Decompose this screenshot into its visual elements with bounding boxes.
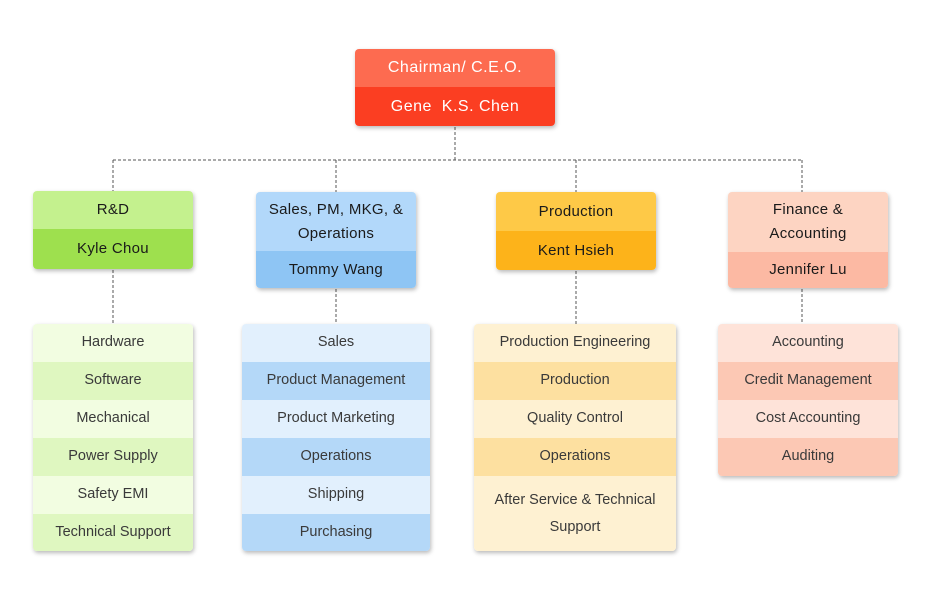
- list-item: Auditing: [718, 438, 898, 476]
- finance-title: Finance & Accounting: [728, 192, 888, 252]
- list-item: Operations: [242, 438, 430, 476]
- sales-head-name: Tommy Wang: [256, 251, 416, 288]
- ceo-name: Gene K.S. Chen: [355, 87, 555, 126]
- list-item: Mechanical: [33, 400, 193, 438]
- list-item: Operations: [474, 438, 676, 476]
- sales-title: Sales, PM, MKG, & Operations: [256, 192, 416, 251]
- list-item: Product Marketing: [242, 400, 430, 438]
- list-item: Product Management: [242, 362, 430, 400]
- list-item: Production Engineering: [474, 324, 676, 362]
- list-item: Cost Accounting: [718, 400, 898, 438]
- ceo-title: Chairman/ C.E.O.: [355, 49, 555, 87]
- finance-list: Accounting Credit Management Cost Accoun…: [718, 324, 898, 476]
- production-head-box: Production Kent Hsieh: [496, 192, 656, 270]
- rd-head-box: R&D Kyle Chou: [33, 191, 193, 269]
- list-item: Power Supply: [33, 438, 193, 476]
- list-item: Hardware: [33, 324, 193, 362]
- rd-list: Hardware Software Mechanical Power Suppl…: [33, 324, 193, 551]
- list-item: After Service & Technical Support: [474, 476, 676, 551]
- list-item: Sales: [242, 324, 430, 362]
- list-item: Purchasing: [242, 514, 430, 551]
- rd-head-name: Kyle Chou: [33, 229, 193, 269]
- list-item: Software: [33, 362, 193, 400]
- production-title: Production: [496, 192, 656, 231]
- list-item: Production: [474, 362, 676, 400]
- list-item: Quality Control: [474, 400, 676, 438]
- list-item: Credit Management: [718, 362, 898, 400]
- production-list: Production Engineering Production Qualit…: [474, 324, 676, 551]
- sales-head-box: Sales, PM, MKG, & Operations Tommy Wang: [256, 192, 416, 288]
- list-item: Technical Support: [33, 514, 193, 551]
- production-head-name: Kent Hsieh: [496, 231, 656, 270]
- list-item: Accounting: [718, 324, 898, 362]
- sales-list: Sales Product Management Product Marketi…: [242, 324, 430, 551]
- rd-title: R&D: [33, 191, 193, 229]
- finance-head-box: Finance & Accounting Jennifer Lu: [728, 192, 888, 288]
- list-item: Safety EMI: [33, 476, 193, 514]
- ceo-box: Chairman/ C.E.O. Gene K.S. Chen: [355, 49, 555, 126]
- list-item: Shipping: [242, 476, 430, 514]
- finance-head-name: Jennifer Lu: [728, 252, 888, 288]
